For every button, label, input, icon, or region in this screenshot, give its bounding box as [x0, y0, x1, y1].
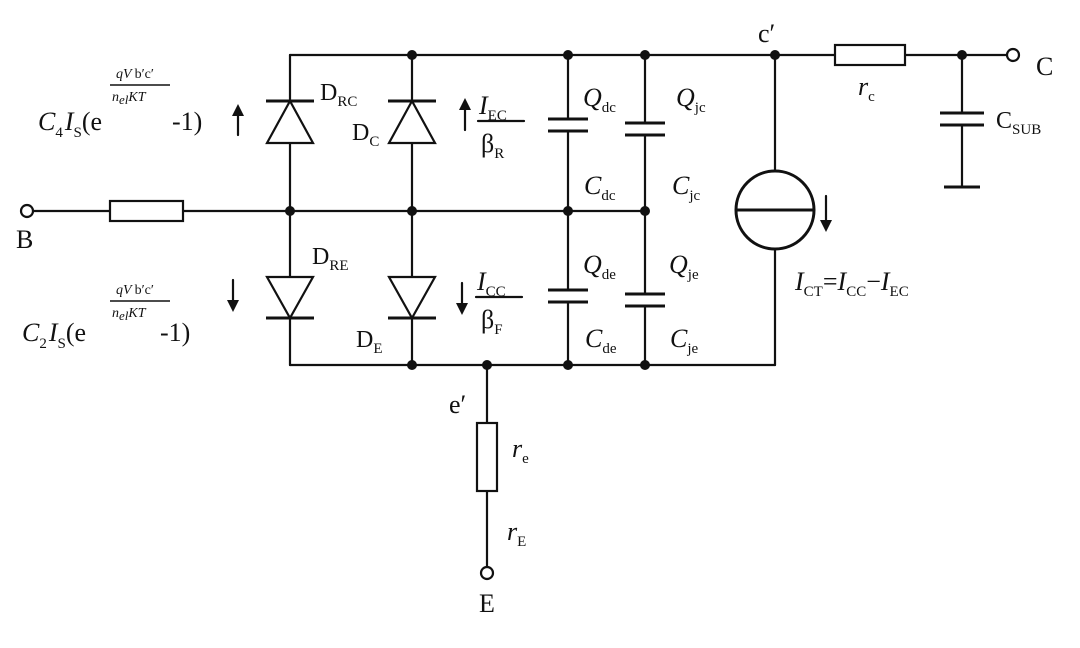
label-qdc: Qdc — [583, 83, 616, 116]
terminal-c — [1005, 47, 1021, 63]
arrow-up-icon — [232, 104, 244, 137]
label-cdc: Cdc — [584, 171, 616, 204]
svg-text:βR: βR — [481, 129, 504, 162]
svg-text:nelKT: nelKT — [112, 306, 147, 323]
fraction-icc-over-betaf: ICC βF — [476, 267, 506, 338]
diode-drc — [265, 98, 315, 145]
label-ict-equation: ICT=ICC−IEC — [794, 267, 909, 300]
capacitor-qde — [548, 288, 588, 304]
label-dre: DRE — [312, 244, 349, 274]
diode-dre — [265, 275, 315, 321]
collector-resistor — [833, 43, 907, 67]
base-resistor — [108, 199, 185, 223]
arrow-up-icon — [459, 98, 471, 132]
label-de: DE — [356, 327, 383, 357]
terminal-e — [479, 565, 495, 581]
capacitor-qjc — [625, 121, 665, 137]
capacitor-qje — [625, 292, 665, 308]
label-node-c-prime: c′ — [758, 19, 775, 48]
label-rc: rc — [858, 72, 875, 105]
label-dc: DC — [352, 120, 379, 150]
svg-text:qVb′c′: qVb′c′ — [116, 67, 154, 82]
diode-dc — [387, 98, 437, 145]
terminal-b — [19, 203, 35, 219]
label-terminal-e: E — [479, 589, 495, 618]
svg-text:βF: βF — [481, 305, 503, 338]
emitter-resistor — [475, 421, 499, 493]
svg-text:-1): -1) — [172, 107, 202, 136]
label-qje: Qje — [669, 250, 699, 283]
label-r-big-e: rE — [507, 517, 526, 550]
svg-text:ICC: ICC — [476, 267, 506, 300]
label-terminal-b: B — [16, 225, 33, 254]
fraction-iec-over-betar: IEC βR — [478, 91, 507, 162]
capacitor-qdc — [548, 117, 588, 133]
svg-text:-1): -1) — [160, 318, 190, 347]
label-re: re — [512, 434, 529, 467]
label-drc: DRC — [320, 80, 357, 110]
current-source — [734, 169, 816, 251]
diode-de — [387, 275, 437, 321]
svg-text:C4IS(e: C4IS(e — [38, 107, 102, 141]
label-csub: CSUB — [996, 108, 1041, 138]
label-qde: Qde — [583, 250, 616, 283]
label-cde: Cde — [585, 324, 617, 357]
svg-text:qVb′c′: qVb′c′ — [116, 283, 154, 298]
label-cjc: Cjc — [672, 171, 701, 204]
label-qjc: Qjc — [676, 83, 706, 116]
svg-text:nelKT: nelKT — [112, 90, 147, 107]
label-cje: Cje — [670, 324, 699, 357]
label-node-e-prime: e′ — [449, 390, 466, 419]
svg-text:C2IS(e: C2IS(e — [22, 318, 86, 352]
svg-text:IEC: IEC — [478, 91, 507, 124]
arrow-down-icon — [227, 278, 239, 312]
capacitor-csub — [940, 111, 984, 127]
label-terminal-c: C — [1036, 52, 1053, 81]
arrow-down-icon — [456, 281, 468, 315]
arrow-down-icon — [820, 194, 832, 232]
junction-dots — [285, 50, 967, 370]
